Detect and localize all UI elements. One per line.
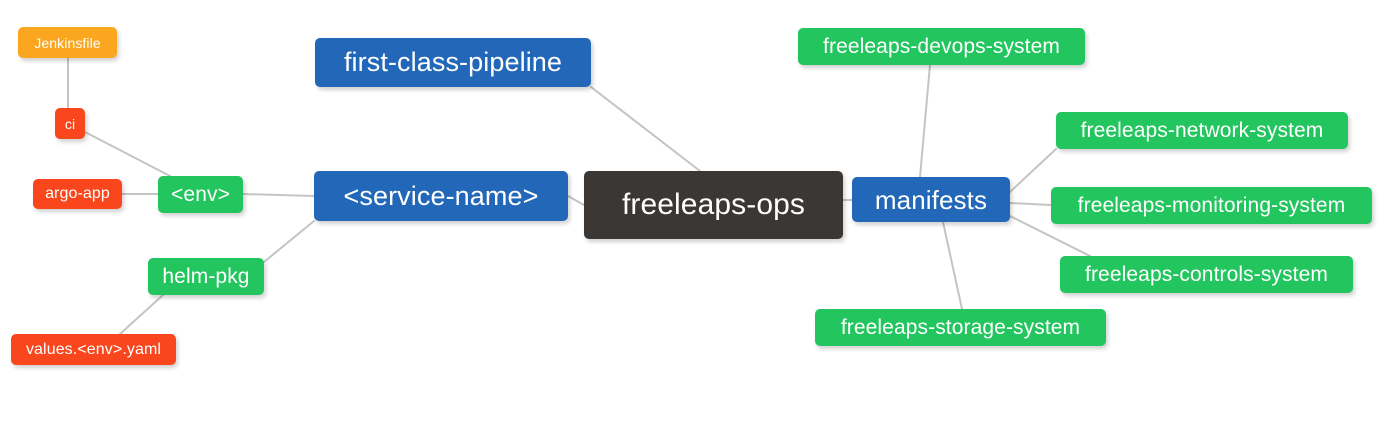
edge-root-service <box>567 195 585 206</box>
node-manifests[interactable]: manifests <box>852 177 1010 222</box>
node-jenkinsfile[interactable]: Jenkinsfile <box>18 27 117 58</box>
node-env[interactable]: <env> <box>158 176 243 213</box>
node-ci[interactable]: ci <box>55 108 85 139</box>
node-label-devops-system: freeleaps-devops-system <box>823 35 1060 58</box>
node-devops-system[interactable]: freeleaps-devops-system <box>798 28 1085 65</box>
node-helm-pkg[interactable]: helm-pkg <box>148 258 264 295</box>
node-label-jenkinsfile: Jenkinsfile <box>34 34 101 51</box>
node-label-monitoring-system: freeleaps-monitoring-system <box>1077 194 1346 217</box>
node-label-first-class-pipeline: first-class-pipeline <box>343 47 563 77</box>
node-argo-app[interactable]: argo-app <box>33 179 122 209</box>
node-root[interactable]: freeleaps-ops <box>584 171 843 239</box>
edge-manifests-monitoring <box>1009 202 1052 206</box>
node-label-argo-app: argo-app <box>45 185 110 202</box>
node-label-service-name: <service-name> <box>343 180 539 211</box>
node-network-system[interactable]: freeleaps-network-system <box>1056 112 1348 149</box>
node-label-manifests: manifests <box>874 184 988 215</box>
node-controls-system[interactable]: freeleaps-controls-system <box>1060 256 1353 293</box>
node-label-network-system: freeleaps-network-system <box>1080 119 1324 142</box>
node-label-env: <env> <box>171 183 230 206</box>
edge-service-helm <box>263 220 315 263</box>
node-first-class-pipeline[interactable]: first-class-pipeline <box>315 38 591 87</box>
edge-manifests-devops <box>919 64 931 178</box>
node-label-storage-system: freeleaps-storage-system <box>840 316 1081 339</box>
edge-helm-values <box>119 294 164 335</box>
node-label-controls-system: freeleaps-controls-system <box>1085 263 1328 286</box>
node-monitoring-system[interactable]: freeleaps-monitoring-system <box>1051 187 1372 224</box>
edge-manifests-storage <box>942 221 963 310</box>
edge-service-env <box>242 193 315 197</box>
node-service-name[interactable]: <service-name> <box>314 171 568 221</box>
node-label-helm-pkg: helm-pkg <box>162 265 250 288</box>
node-values-yaml[interactable]: values.<env>.yaml <box>11 334 176 365</box>
edge-root-pipeline <box>590 86 701 172</box>
edge-manifests-network <box>1009 148 1057 193</box>
node-label-ci: ci <box>64 115 76 132</box>
node-storage-system[interactable]: freeleaps-storage-system <box>815 309 1106 346</box>
node-label-root: freeleaps-ops <box>621 188 806 221</box>
node-label-values-yaml: values.<env>.yaml <box>25 340 162 358</box>
edge-env-ci <box>84 131 171 177</box>
